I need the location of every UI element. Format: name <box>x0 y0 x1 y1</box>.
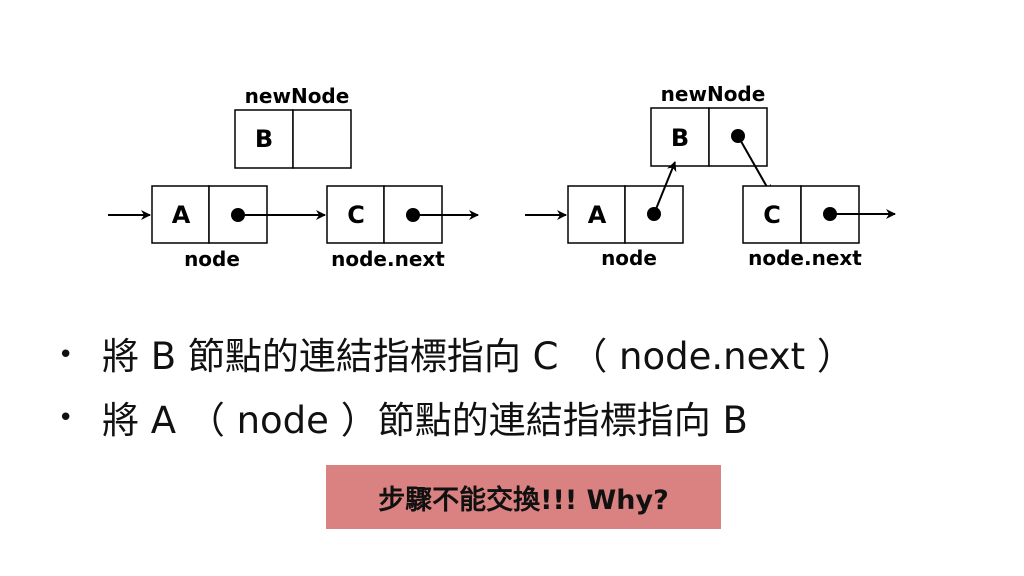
diagram-before: newNode B A node C node.next <box>108 84 479 271</box>
node-a-value: A <box>172 201 191 229</box>
node-a-after: A <box>567 185 684 244</box>
b-to-c-arrow <box>737 135 772 195</box>
note-box: 步驟不能交換!!! Why? <box>326 465 721 529</box>
new-node-label-after: newNode <box>661 82 766 106</box>
node-c-after: C <box>742 185 860 244</box>
new-node-b-value: B <box>255 125 273 153</box>
new-node-b: B <box>234 109 352 169</box>
new-node-b-value-after: B <box>671 124 689 152</box>
diagram-after: newNode B A node C node.next <box>525 82 896 270</box>
note-text: 步驟不能交換!!! Why? <box>378 484 669 516</box>
node-c-label: node.next <box>331 247 445 271</box>
bullet-dot-icon: • <box>58 339 74 370</box>
node-a-label-after: node <box>601 246 657 270</box>
bullet-text: 將 A （ node ）節點的連結指標指向 B <box>102 398 748 442</box>
bullet-dot-icon: • <box>58 403 74 433</box>
node-c-label-after: node.next <box>748 246 862 270</box>
node-c-value-after: C <box>763 201 781 229</box>
bullet-item: • 將 A （ node ）節點的連結指標指向 B <box>58 390 854 454</box>
node-a-label: node <box>184 247 240 271</box>
new-node-label: newNode <box>245 84 350 108</box>
bullet-list: • 將 B 節點的連結指標指向 C （ node.next ） • 將 A （ no… <box>58 326 854 453</box>
bullet-item: • 將 B 節點的連結指標指向 C （ node.next ） <box>58 326 854 390</box>
node-c-value: C <box>347 201 365 229</box>
node-a-value-after: A <box>588 201 607 229</box>
a-to-b-arrow <box>653 161 677 215</box>
new-node-b-after: B <box>650 107 768 167</box>
bullet-text: 將 B 節點的連結指標指向 C （ node.next ） <box>102 335 854 378</box>
